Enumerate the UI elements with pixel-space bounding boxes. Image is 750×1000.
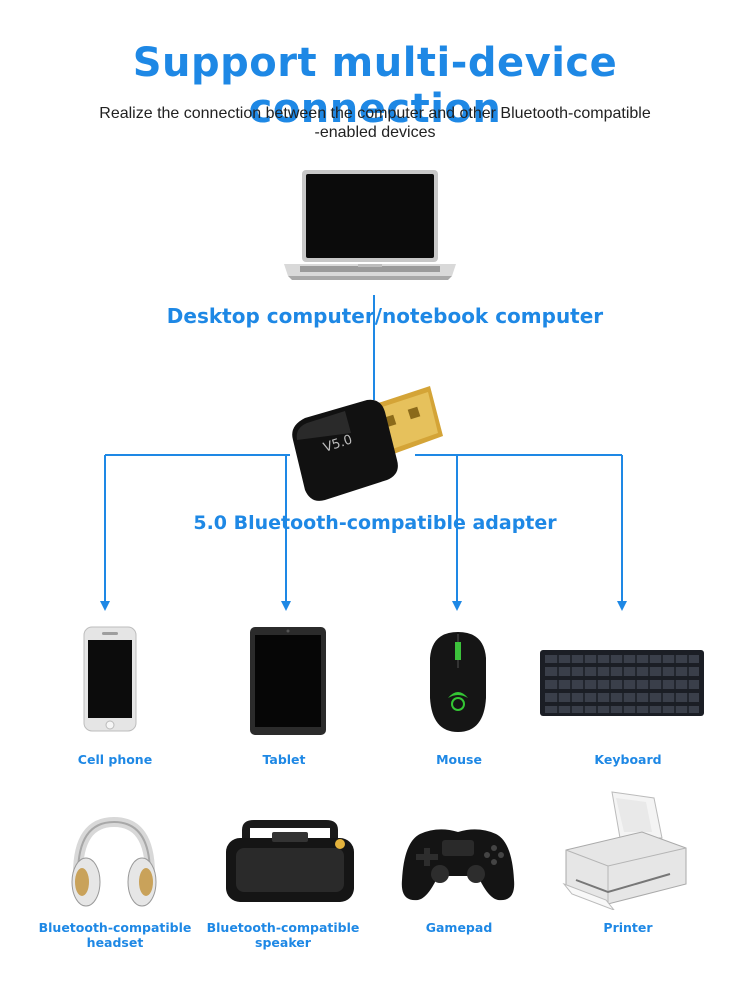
keyboard-icon [540, 650, 704, 716]
subtitle-line-1: Realize the connection between the compu… [99, 105, 651, 122]
subtitle-line-2: -enabled devices [314, 124, 436, 141]
gamepad-icon [401, 829, 515, 901]
device-label-speaker: Bluetooth-compatible speaker [198, 920, 368, 950]
page-title: Support multi-device connection [132, 40, 618, 132]
device-label-gamepad-line1: Gamepad [425, 920, 493, 935]
device-label-printer-line1: Printer [603, 920, 653, 935]
bluetooth-adapter-icon: V5.0 [292, 386, 443, 501]
printer-icon [562, 791, 687, 910]
device-label-headset-line1: Bluetooth-compatible [38, 920, 192, 935]
speaker-icon [226, 820, 354, 902]
tablet-icon [250, 627, 326, 735]
device-label-headset: Bluetooth-compatible headset [30, 920, 200, 950]
device-label-keyboard: Keyboard [594, 752, 662, 767]
computer-label: Desktop computer/notebook computer [166, 304, 604, 328]
laptop-icon [284, 170, 456, 280]
headphones-icon [71, 816, 157, 907]
smartphone-icon [83, 626, 137, 732]
device-label-cell-phone: Cell phone [77, 752, 153, 767]
page-subtitle: Realize the connection between the compu… [40, 104, 710, 142]
device-label-speaker-line2: speaker [255, 935, 311, 950]
adapter-label: 5.0 Bluetooth-compatible adapter [193, 512, 557, 534]
gaming-mouse-icon [430, 632, 486, 732]
device-label-headset-line2: headset [86, 935, 144, 950]
device-label-tablet: Tablet [262, 752, 306, 767]
device-label-speaker-line1: Bluetooth-compatible [206, 920, 360, 935]
device-label-gamepad: Gamepad [399, 920, 519, 935]
device-label-printer: Printer [568, 920, 688, 935]
device-label-mouse: Mouse [436, 752, 482, 767]
